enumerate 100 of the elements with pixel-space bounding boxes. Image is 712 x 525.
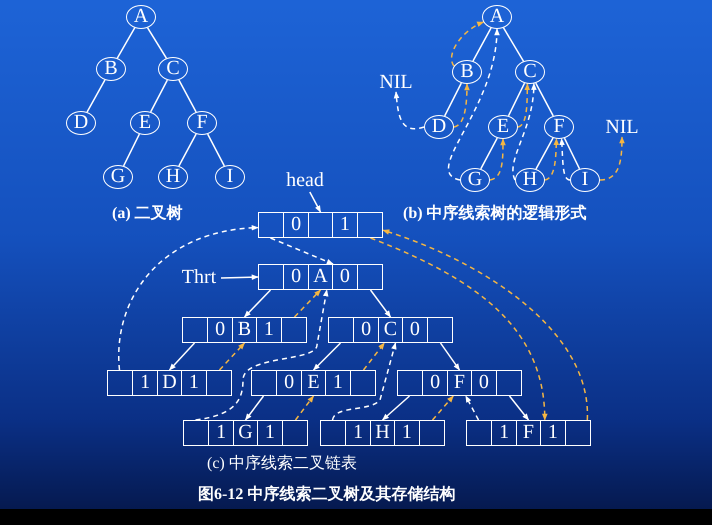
pointer-label: head [281,170,329,192]
tree-node: E [488,115,518,139]
thread-arrow [332,342,397,420]
thread-arrow [512,82,536,180]
tree-line [535,82,554,116]
field-value: 1 [353,421,364,443]
tree-line [508,82,526,116]
field-value: 1 [264,318,274,340]
field-value: 0 [430,371,440,393]
tree-node: F [187,111,217,135]
record-box [258,212,383,238]
tree-node: C [515,60,545,84]
tree-node: H [515,168,545,192]
figure-caption: 图6-12 中序线索二叉树及其存储结构 [198,484,456,505]
thread-arrow [448,28,500,181]
field-value: 1 [402,421,412,443]
field-value: 0 [215,318,226,340]
tree-line [116,28,136,58]
field-value: 0 [410,318,420,340]
pointer-arrow [508,396,530,421]
thread-arrow [559,138,570,181]
field-value: 1 [340,213,350,235]
tree-line [178,80,197,112]
field-value: C [384,318,398,340]
record-box [328,317,453,343]
tree-node: D [424,115,454,139]
pointer-arrow [370,290,392,318]
tree-line [207,134,225,166]
field-value: F [522,421,534,443]
thread-arrow [294,289,322,318]
tree-node: B [96,57,126,81]
record-box [397,370,522,396]
thread-arrow [294,395,314,420]
field-value: 1 [188,371,199,393]
thread-arrow [490,138,506,181]
thread-arrow [600,136,625,181]
record-box [258,264,383,290]
tree-node: G [103,165,133,189]
thread-arrow [362,342,385,370]
thread-arrow [370,237,548,421]
pointer-label: Thrt [177,267,221,289]
tree-node: H [158,165,188,189]
tree-node: G [460,168,490,192]
record-box [320,420,445,446]
record-box [183,420,308,446]
field-value: 0 [340,265,350,287]
field-value: H [375,421,390,443]
tree-line [122,134,140,166]
thread-arrow [270,237,334,265]
tree-node: A [482,5,512,29]
field-value: 1 [548,421,558,443]
field-value: G [238,421,253,443]
thread-arrow [195,289,328,421]
tree-line [444,82,462,116]
field-value: 0 [478,371,489,393]
tree-node: I [215,165,245,189]
field-value: B [238,318,252,340]
pointer-arrow [220,274,259,280]
pointer-arrow [168,342,196,371]
thread-arrow [394,91,424,130]
tree-node: I [570,168,600,192]
field-value: 0 [291,265,302,287]
thread-arrow [432,395,454,420]
pointer-arrow [312,342,342,371]
pointer-arrow [440,342,460,371]
field-value: 1 [264,421,275,443]
figure-label: (a) 二叉树 [112,204,183,224]
thread-arrow [454,83,470,128]
field-value: F [454,371,466,393]
tree-line [472,28,492,62]
pointer-arrow [244,289,272,318]
field-value: 1 [499,421,510,443]
record-box [466,420,591,446]
thread-arrow [218,342,246,370]
pointer-arrow [244,396,264,421]
thread-arrow [544,138,560,181]
tree-line [480,138,498,170]
thread-arrow [450,21,484,66]
pointer-label: NIL [375,72,417,92]
tree-node: A [126,5,156,29]
thread-arrow [465,395,480,420]
tree-line [502,27,524,62]
field-value: 0 [361,318,372,340]
tree-line [564,138,580,170]
tree-node: F [544,115,574,139]
record-box [107,370,232,396]
tree-line [150,80,168,112]
tree-node: B [452,60,482,84]
field-value: E [307,371,320,393]
tree-line [535,138,554,170]
record-box [182,317,307,343]
tree-node: D [66,111,96,135]
thread-arrow [382,229,588,420]
field-value: A [313,265,328,287]
pointer-arrow [382,395,410,421]
record-box [251,370,376,396]
figure-label: (b) 中序线索树的逻辑形式 [403,203,587,224]
field-value: 0 [284,371,294,393]
field-value: D [162,371,177,393]
field-value: 0 [291,213,302,235]
